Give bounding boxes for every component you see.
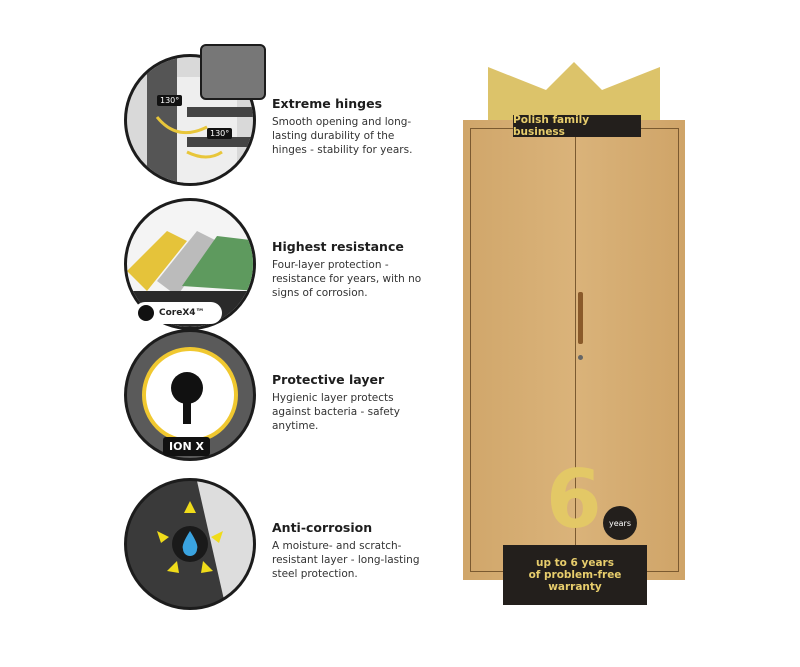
corex4-badge: CoreX4™ [134, 302, 222, 324]
feature-hinges: Extreme hinges Smooth opening and long-l… [272, 96, 432, 157]
angle-badge: 130° [157, 95, 183, 106]
feature-title: Highest resistance [272, 239, 404, 254]
corex4-logo-icon [138, 305, 154, 321]
feature-title: Anti-corrosion [272, 520, 373, 535]
warranty-unit-badge: years [603, 506, 637, 540]
feature-title: Protective layer [272, 372, 385, 387]
key-icon [142, 347, 238, 443]
crown-icon [488, 62, 660, 124]
hinge-detail-inset [200, 44, 266, 100]
anti-corrosion-image [124, 478, 256, 610]
door-handle[interactable] [578, 292, 583, 344]
warranty-number: 6 [546, 453, 602, 546]
feature-resistance: Highest resistance Four-layer protection… [272, 239, 432, 300]
door-lock[interactable] [578, 355, 583, 360]
feature-title: Extreme hinges [272, 96, 383, 111]
feature-description: A moisture- and scratch-resistant layer … [272, 540, 420, 580]
feature-description: Smooth opening and long-lasting durabili… [272, 116, 413, 156]
warranty-line-2: of problem-free warranty [528, 569, 622, 593]
feature-anti-corrosion: Anti-corrosion A moisture- and scratch-r… [272, 520, 432, 581]
cabinet [463, 120, 685, 580]
feature-description: Four-layer protection - resistance for y… [272, 259, 422, 299]
ionx-badge: ION X [163, 437, 210, 456]
angle-badge: 130° [207, 128, 233, 139]
corex4-label: CoreX4™ [159, 308, 205, 318]
protective-layer-image [124, 329, 256, 461]
warranty-box: up to 6 years of problem-free warranty [503, 545, 647, 605]
water-drop-icon [157, 481, 253, 607]
warranty-line-1: up to 6 years [536, 557, 614, 569]
polish-family-business-label: Polish family business [513, 114, 641, 138]
feature-protective-layer: Protective layer Hygienic layer protects… [272, 372, 432, 433]
feature-description: Hygienic layer protects against bacteria… [272, 392, 401, 432]
